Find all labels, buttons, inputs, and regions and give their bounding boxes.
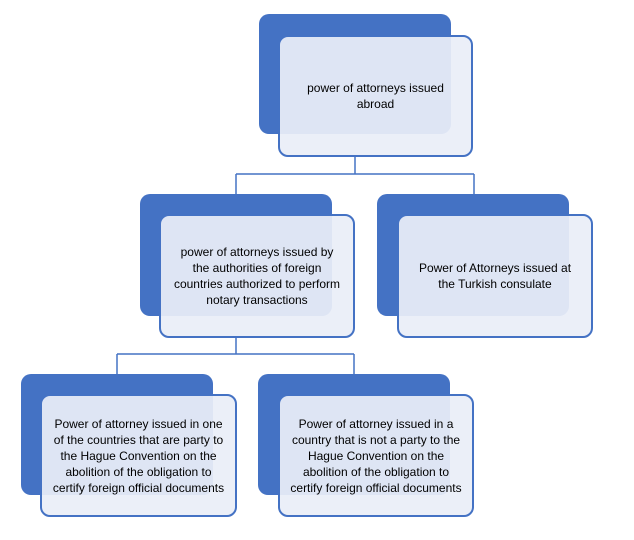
turkish-consulate-node[interactable]: Power of Attorneys issued at the Turkish… <box>397 214 593 338</box>
foreign-authorities-node-label: power of attorneys issued by the authori… <box>173 245 341 307</box>
hague-non-party-node[interactable]: Power of attorney issued in a country th… <box>278 394 474 517</box>
turkish-consulate-node-label: Power of Attorneys issued at the Turkish… <box>418 261 572 291</box>
hague-party-node[interactable]: Power of attorney issued in one of the c… <box>40 394 237 517</box>
foreign-authorities-node[interactable]: power of attorneys issued by the authori… <box>159 214 355 338</box>
root-node[interactable]: power of attorneys issued abroad <box>278 35 473 157</box>
root-node-label: power of attorneys issued abroad <box>307 81 444 111</box>
hague-party-node-label: Power of attorney issued in one of the c… <box>52 416 225 495</box>
hague-non-party-node-label: Power of attorney issued in a country th… <box>290 416 462 495</box>
